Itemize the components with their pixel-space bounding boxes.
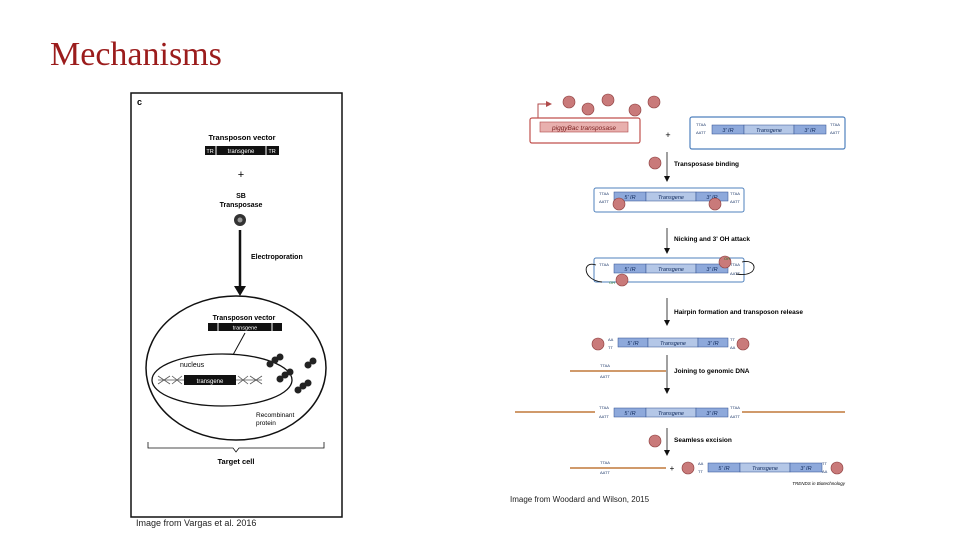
ir5-label: 5' IR — [718, 466, 729, 472]
ir3-label: 3' IR — [706, 411, 717, 417]
method-label: Electroporation — [251, 254, 303, 261]
sb-transposon-diagram: c Transposon vector TR transgene TR + SB… — [130, 92, 343, 518]
enzyme-label: piggyBac transposase — [551, 125, 616, 132]
plus-top: + — [665, 130, 670, 140]
aa-label: AA — [730, 345, 736, 350]
aatt-label: AATT — [730, 199, 740, 204]
protein-label-1: Recombinant — [256, 412, 294, 419]
panel-label: c — [137, 97, 142, 107]
nucleus-label: nucleus — [180, 362, 205, 369]
oh-label: OH — [609, 280, 615, 285]
ttaa-label: TTAA — [599, 191, 609, 196]
ttaa-label: TTAA — [730, 262, 740, 267]
aatt-label: AATT — [599, 199, 609, 204]
tr-left-label: TR — [206, 149, 213, 155]
ir3-label: 3' IR — [800, 466, 811, 472]
step-1-label: Transposase binding — [674, 161, 739, 168]
left-figure-caption: Image from Vargas et al. 2016 — [136, 518, 257, 528]
aatt-label: AATT — [730, 271, 740, 276]
ttaa-label: TTAA — [730, 405, 740, 410]
aatt-label: AATT — [696, 130, 706, 135]
ir3-label: 3' IR — [804, 128, 815, 134]
target-cell-label: Target cell — [218, 457, 255, 466]
ttaa-label: TTAA — [830, 122, 840, 127]
cell-vector-bar — [208, 323, 282, 331]
ttaa-label: TTAA — [599, 262, 609, 267]
tt-label: TT — [730, 337, 735, 342]
cell-transgene-label: transgene — [233, 326, 257, 332]
genome-transgene-label: transgene — [197, 379, 224, 385]
recombinant-protein-icon — [266, 353, 317, 394]
aatt-label: AATT — [600, 374, 610, 379]
ir5-label: 5' IR — [624, 267, 635, 273]
aa-label: AA — [822, 469, 828, 474]
ttaa-label: TTAA — [600, 460, 610, 465]
transgene-label: Transgene — [752, 466, 778, 472]
vector-transgene-label: transgene — [228, 149, 255, 155]
transgene-label: Transgene — [660, 341, 686, 347]
transgene-label: Transgene — [756, 128, 782, 134]
aatt-label: AATT — [730, 414, 740, 419]
genome-transgene-bar — [184, 375, 236, 385]
ir5-label: 5' IR — [627, 341, 638, 347]
aatt-label: AATT — [600, 470, 610, 475]
ttaa-label: TTAA — [600, 363, 610, 368]
transgene-label: Transgene — [658, 267, 684, 273]
plus-bottom: + — [670, 464, 675, 473]
vector-bar — [205, 146, 279, 155]
ir5-label: 5' IR — [624, 195, 635, 201]
aatt-label: AATT — [830, 130, 840, 135]
ttaa-label: TTAA — [696, 122, 706, 127]
slide-title: Mechanisms — [50, 36, 222, 73]
plus-sign: + — [238, 169, 244, 181]
sb-label: SB — [236, 193, 246, 200]
right-figure-caption: Image from Woodard and Wilson, 2015 — [510, 495, 650, 504]
ttaa-label: TTAA — [730, 191, 740, 196]
protein-label-2: protein — [256, 420, 276, 427]
vector-heading: Transposon vector — [208, 133, 275, 142]
step-4-label: Joining to genomic DNA — [674, 368, 750, 375]
step-5-label: Seamless excision — [674, 437, 732, 444]
tr-right-label: TR — [268, 149, 275, 155]
ir3-label: 3' IR — [706, 267, 717, 273]
tt-label: TT — [822, 461, 827, 466]
transposase-icon — [562, 95, 576, 109]
tt-label: TT — [608, 345, 613, 350]
step-2-label: Nicking and 3' OH attack — [674, 236, 750, 243]
aa-label: AA — [608, 337, 614, 342]
step-3-label: Hairpin formation and transposon release — [674, 309, 803, 316]
transposase-label: Transposase — [220, 202, 263, 209]
ir3-label: 3' IR — [706, 195, 717, 201]
cell-vector-heading: Transposon vector — [213, 315, 276, 322]
ttaa-label: TTAA — [599, 405, 609, 410]
ir3-label: 3' IR — [707, 341, 718, 347]
aatt-label: AATT — [599, 414, 609, 419]
transgene-label: Transgene — [658, 195, 684, 201]
aa-label: AA — [698, 461, 704, 466]
ir5-label: 3' IR — [722, 128, 733, 134]
oh-label: OH — [724, 256, 730, 261]
ir5-label: 5' IR — [624, 411, 635, 417]
piggybac-mechanism-diagram: piggyBac transposase + TTAA AATT 3' IR T… — [515, 93, 846, 486]
transgene-label: Transgene — [658, 411, 684, 417]
target-brace — [147, 442, 325, 453]
transposase-gene — [539, 121, 629, 133]
journal-credit: TRENDS in Biotechnology — [792, 481, 846, 486]
tt-label: TT — [698, 469, 703, 474]
